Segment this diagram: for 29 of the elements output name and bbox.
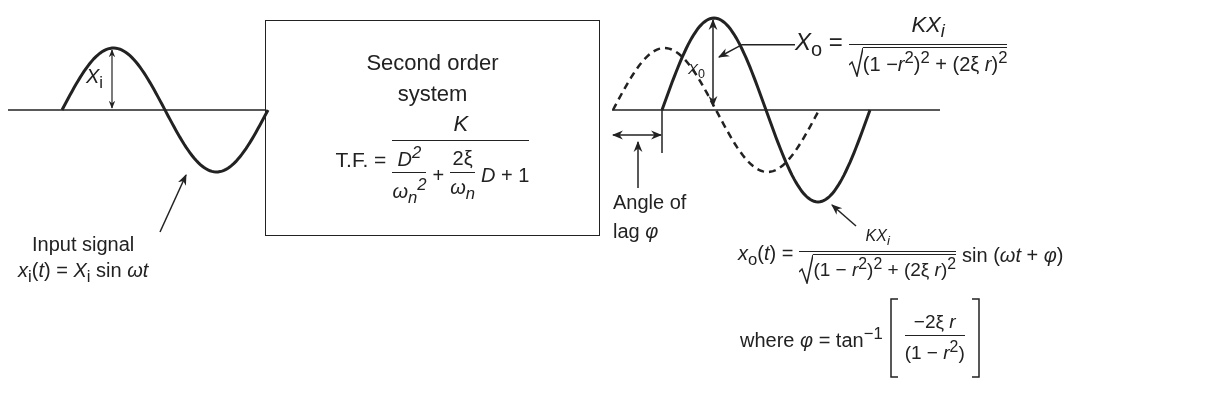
formula-text: where φ = tan$^{−1}$ (740, 324, 883, 352)
arrow (831, 204, 857, 227)
formula-text: X$_{o}$ = (795, 28, 843, 62)
arrow (633, 140, 643, 189)
formula-text: K (453, 111, 469, 138)
block-title: Second order system (365, 48, 500, 108)
formula-text: (1 − r$^{2}$)$^{2}$ + (2ξ r)$^{2}$ (813, 254, 957, 283)
signal-label: Input signal (32, 232, 135, 256)
annotation-text: Angle of lag φ (613, 190, 688, 244)
system-box (265, 20, 600, 236)
formula-text: sin (ωt + φ) (962, 243, 1064, 268)
formula-text: ω$_{n}$ (450, 175, 475, 205)
dimension-arrow (612, 129, 662, 141)
formula-text: 2ξ (452, 146, 473, 171)
formula-text: + (432, 163, 445, 188)
arrow (718, 43, 796, 58)
amplitude-label: X$_{i}$ (86, 64, 104, 93)
formula-text: KX$_{i}$ (911, 12, 945, 43)
formula-text: x$_{i}$(t) = X$_{i}$ sin ωt (18, 258, 149, 287)
formula-text: (1 − r$^{2}$) (904, 338, 965, 366)
formula-text: T.F. = (335, 147, 387, 173)
formula-text: D + 1 (481, 163, 530, 188)
formula-text: KX$_{i}$ (865, 226, 890, 250)
sine-wave (62, 46, 270, 174)
arrow (159, 174, 187, 233)
formula-text: x$_{o}$(t) = (738, 240, 794, 270)
formula-text: (1 −r$^{2}$)$^{2}$ + (2ξ r)$^{2}$ (862, 47, 1008, 77)
formula-text: −2ξ r (913, 310, 956, 334)
formula-text: D$^{2}$ (397, 142, 422, 171)
